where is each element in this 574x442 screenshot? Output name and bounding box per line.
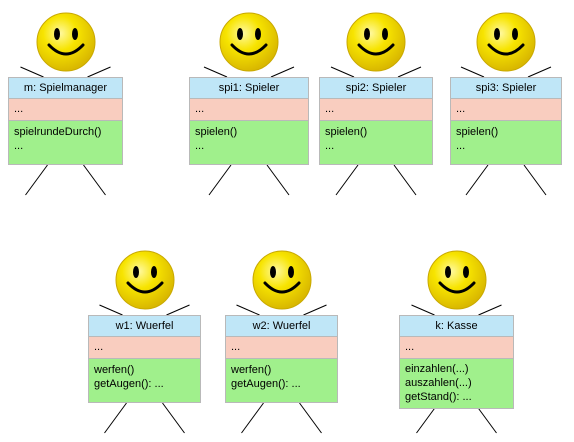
right-arm-line xyxy=(270,66,295,78)
object-name-header: spi3: Spieler xyxy=(450,77,562,99)
right-arm-line xyxy=(166,304,190,316)
left-arm-line xyxy=(203,66,228,78)
operations-compartment: einzahlen(...) auszahlen(...) getStand(): … xyxy=(399,359,514,409)
right-arm-line xyxy=(478,304,502,316)
smiley-face-icon xyxy=(476,12,536,72)
right-leg-line xyxy=(266,164,290,196)
stick-figure-limbs xyxy=(460,66,552,196)
operation-label: werfen() xyxy=(94,364,135,376)
operation-label: getStand(): ... xyxy=(405,391,472,403)
operation-label: ... xyxy=(456,140,466,152)
uml-object-card-spi3[interactable]: spi3: Spieler ... spielen()... xyxy=(450,77,562,165)
right-leg-line xyxy=(523,164,547,196)
stick-figure-limbs xyxy=(330,66,422,196)
left-arm-line xyxy=(20,66,44,78)
attributes-compartment: ... xyxy=(189,99,309,121)
right-arm-line xyxy=(527,66,552,78)
right-leg-line xyxy=(162,402,185,434)
attributes-compartment: ... xyxy=(8,99,123,121)
operations-compartment: spielen()... xyxy=(189,121,309,165)
left-leg-line xyxy=(25,164,48,196)
operation-label: auszahlen(...) xyxy=(405,377,472,389)
attributes-compartment: ... xyxy=(399,337,514,359)
left-arm-line xyxy=(236,304,260,316)
left-arm-line xyxy=(330,66,355,78)
smiley-face-icon xyxy=(219,12,279,72)
operation-label: spielrundeDurch() xyxy=(14,126,102,138)
object-name-header: k: Kasse xyxy=(399,315,514,337)
left-leg-line xyxy=(208,164,232,196)
uml-object-card-spi2[interactable]: spi2: Spieler ... spielen()... xyxy=(319,77,433,165)
uml-object-card-w2[interactable]: w2: Wuerfel ... werfen() getAugen(): ... xyxy=(225,315,338,403)
uml-object-card-spi1[interactable]: spi1: Spieler ... spielen()... xyxy=(189,77,309,165)
left-leg-line xyxy=(465,164,489,196)
smiley-face-icon xyxy=(115,250,175,310)
stick-figure-limbs xyxy=(203,66,295,196)
stick-figure-limbs xyxy=(20,66,111,196)
smiley-face-icon xyxy=(346,12,406,72)
operation-label: einzahlen(...) xyxy=(405,363,469,375)
object-name-header: spi1: Spieler xyxy=(189,77,309,99)
operation-label: ... xyxy=(14,140,24,152)
operations-compartment: spielrundeDurch()... xyxy=(8,121,123,165)
left-leg-line xyxy=(241,402,264,434)
operation-label: spielen() xyxy=(456,126,499,138)
operation-label: getAugen(): ... xyxy=(94,378,164,390)
operations-compartment: spielen()... xyxy=(450,121,562,165)
operations-compartment: werfen() getAugen(): ... xyxy=(225,359,338,403)
operation-label: getAugen(): ... xyxy=(231,378,301,390)
operations-compartment: werfen() getAugen(): ... xyxy=(88,359,201,403)
operations-compartment: spielen()... xyxy=(319,121,433,165)
operation-label: ... xyxy=(195,140,205,152)
left-arm-line xyxy=(411,304,435,316)
smiley-face-icon xyxy=(427,250,487,310)
left-arm-line xyxy=(99,304,123,316)
right-leg-line xyxy=(299,402,322,434)
uml-object-card-w1[interactable]: w1: Wuerfel ... werfen() getAugen(): ... xyxy=(88,315,201,403)
left-arm-line xyxy=(460,66,485,78)
operation-label: spielen() xyxy=(325,126,368,138)
left-leg-line xyxy=(104,402,127,434)
attributes-compartment: ... xyxy=(319,99,433,121)
attributes-compartment: ... xyxy=(225,337,338,359)
right-leg-line xyxy=(83,164,106,196)
left-leg-line xyxy=(335,164,359,196)
attributes-compartment: ... xyxy=(450,99,562,121)
stick-figure-limbs xyxy=(99,304,190,434)
attributes-compartment: ... xyxy=(88,337,201,359)
operation-label: werfen() xyxy=(231,364,272,376)
object-name-header: spi2: Spieler xyxy=(319,77,433,99)
object-name-header: w2: Wuerfel xyxy=(225,315,338,337)
smiley-face-icon xyxy=(36,12,96,72)
right-leg-line xyxy=(393,164,417,196)
smiley-face-icon xyxy=(252,250,312,310)
stick-figure-limbs xyxy=(236,304,327,434)
operation-label: spielen() xyxy=(195,126,238,138)
right-arm-line xyxy=(87,66,111,78)
right-arm-line xyxy=(303,304,327,316)
operation-label: ... xyxy=(325,140,335,152)
uml-object-card-spielmanager[interactable]: m: Spielmanager ... spielrundeDurch()... xyxy=(8,77,123,165)
object-name-header: m: Spielmanager xyxy=(8,77,123,99)
right-arm-line xyxy=(397,66,422,78)
object-name-header: w1: Wuerfel xyxy=(88,315,201,337)
uml-object-card-kasse[interactable]: k: Kasse ... einzahlen(...) auszahlen(...… xyxy=(399,315,514,409)
